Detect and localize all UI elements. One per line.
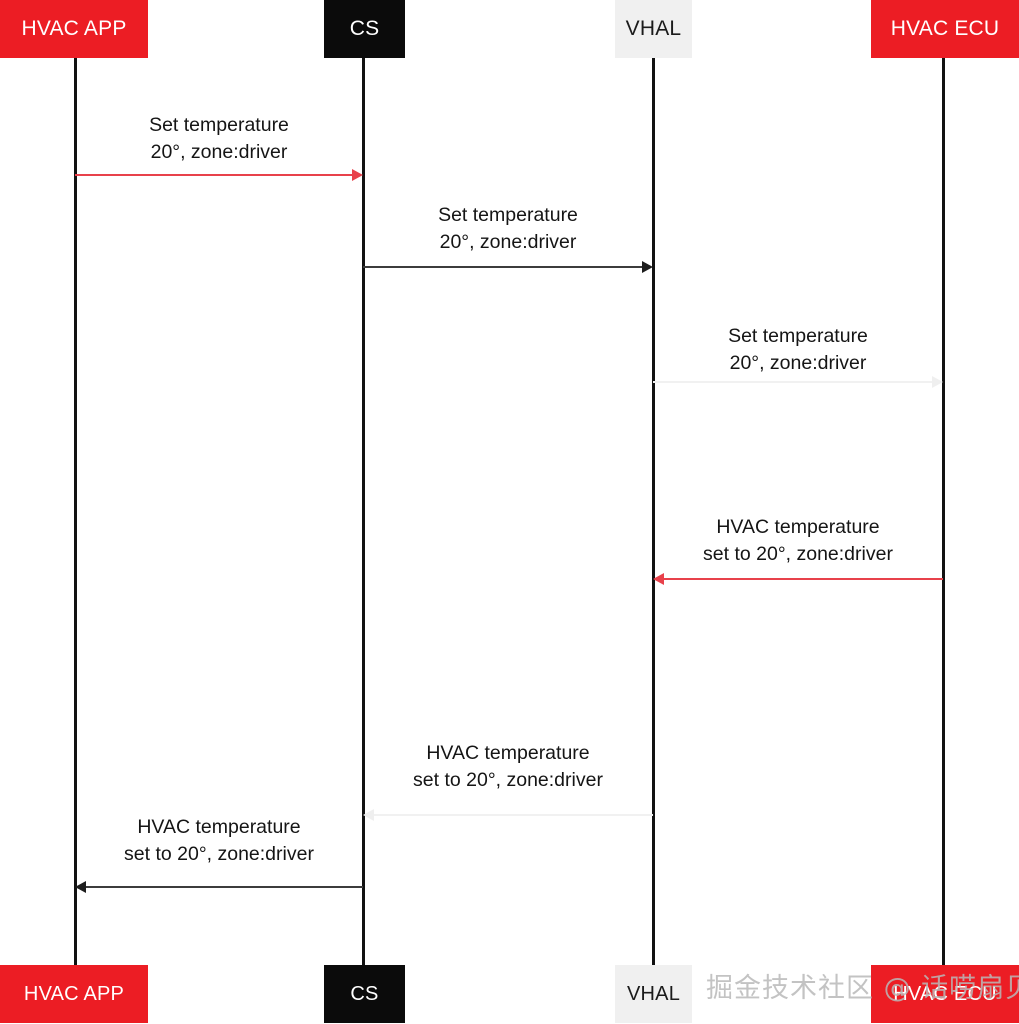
message-4-line xyxy=(664,578,943,580)
message-1-line xyxy=(75,174,352,176)
message-5-line xyxy=(374,814,653,816)
message-5-line-1: HVAC temperature xyxy=(426,742,590,764)
message-1-line-2: 20°, zone:driver xyxy=(150,141,288,163)
message-3-label: Set temperature 20°, zone:driver xyxy=(653,323,943,377)
lifeline-hvac-ecu xyxy=(942,56,945,968)
message-6-label: HVAC temperature set to 20°, zone:driver xyxy=(75,814,363,868)
message-4-line-2: set to 20°, zone:driver xyxy=(703,543,893,565)
participant-footer-cs[interactable]: CS xyxy=(324,965,405,1023)
participant-footer-vhal[interactable]: VHAL xyxy=(615,965,692,1023)
participant-footer-vhal-label: VHAL xyxy=(626,982,681,1005)
message-3-arrowhead xyxy=(932,376,943,388)
participant-footer-hvac-app-label: HVAC APP xyxy=(23,982,125,1005)
message-2-label: Set temperature 20°, zone:driver xyxy=(363,202,653,256)
message-1-arrowhead xyxy=(352,169,363,181)
message-1-line-1: Set temperature xyxy=(149,114,289,136)
message-6-line-1: HVAC temperature xyxy=(137,816,301,838)
participant-header-cs[interactable]: CS xyxy=(324,0,405,58)
participant-header-cs-label: CS xyxy=(349,17,380,40)
message-5-arrowhead xyxy=(363,809,374,821)
message-3-line-1: Set temperature xyxy=(728,325,868,347)
participant-footer-hvac-ecu[interactable]: HVAC ECU xyxy=(871,965,1019,1023)
lifeline-vhal xyxy=(652,56,655,968)
message-2-line-2: 20°, zone:driver xyxy=(439,231,577,253)
message-5-line-2: set to 20°, zone:driver xyxy=(413,769,603,791)
message-6-arrowhead xyxy=(75,881,86,893)
message-4-line-1: HVAC temperature xyxy=(716,516,880,538)
participant-footer-hvac-app[interactable]: HVAC APP xyxy=(0,965,148,1023)
participant-footer-hvac-ecu-label: HVAC ECU xyxy=(893,982,997,1005)
participant-header-hvac-app[interactable]: HVAC APP xyxy=(0,0,148,58)
message-6-line xyxy=(86,886,363,888)
participant-header-hvac-ecu[interactable]: HVAC ECU xyxy=(871,0,1019,58)
message-1-label: Set temperature 20°, zone:driver xyxy=(75,112,363,166)
message-2-line-1: Set temperature xyxy=(438,204,578,226)
participant-header-vhal-label: VHAL xyxy=(625,17,682,40)
message-3-line-2: 20°, zone:driver xyxy=(729,352,867,374)
message-5-label: HVAC temperature set to 20°, zone:driver xyxy=(363,740,653,794)
participant-header-hvac-ecu-label: HVAC ECU xyxy=(890,17,1000,40)
participant-header-vhal[interactable]: VHAL xyxy=(615,0,692,58)
lifeline-cs xyxy=(362,56,365,968)
lifeline-hvac-app xyxy=(74,56,77,968)
message-4-label: HVAC temperature set to 20°, zone:driver xyxy=(653,514,943,568)
message-3-line xyxy=(653,381,932,383)
participant-footer-cs-label: CS xyxy=(350,982,379,1005)
message-2-line xyxy=(363,266,642,268)
participant-header-hvac-app-label: HVAC APP xyxy=(21,17,127,40)
message-4-arrowhead xyxy=(653,573,664,585)
message-2-arrowhead xyxy=(642,261,653,273)
message-6-line-2: set to 20°, zone:driver xyxy=(124,843,314,865)
